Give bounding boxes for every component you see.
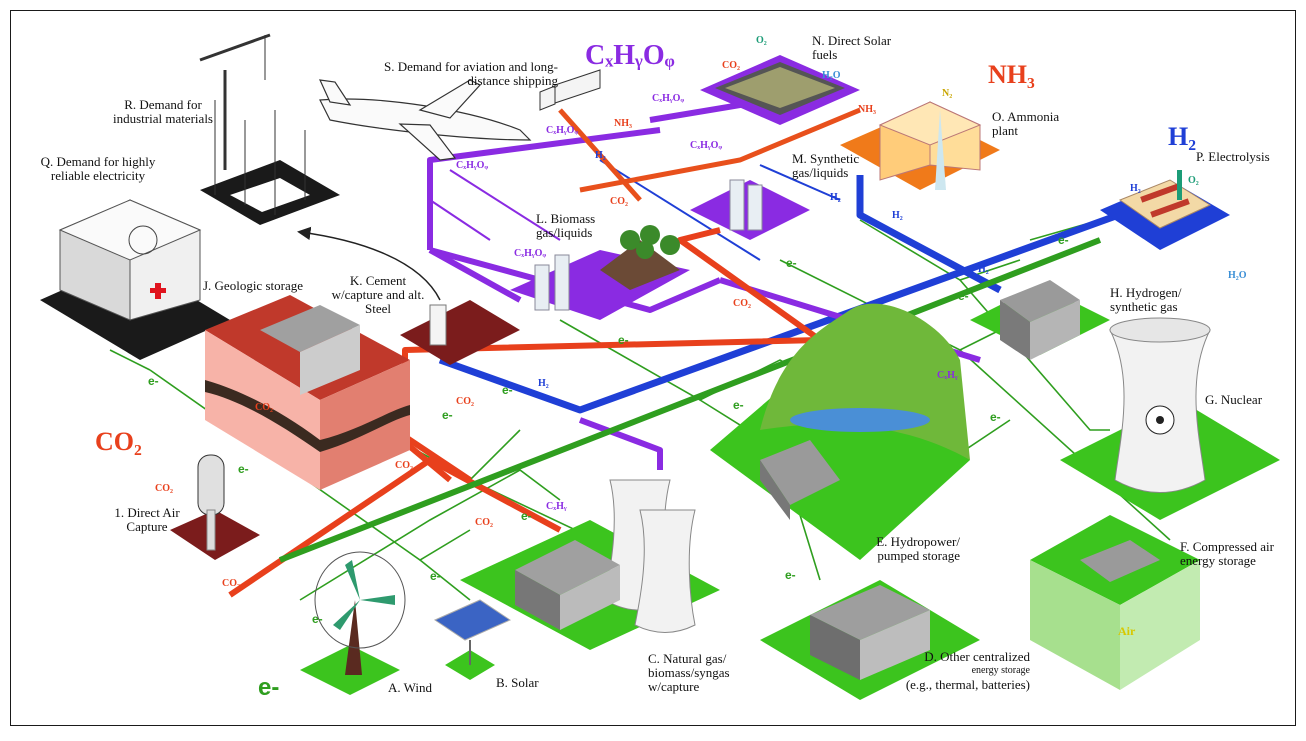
flow-co2-geologic: CO₂ xyxy=(255,402,273,413)
cement-plant xyxy=(400,300,520,365)
compressed-air-label: F. Compressed air energy storage xyxy=(1180,539,1274,568)
flow-h2-ammonia: H₂ xyxy=(892,210,903,221)
other-storage-label: D. Other centralized energy storage (e.g… xyxy=(870,650,1030,692)
flow-co2-cement: CO₂ xyxy=(456,396,474,407)
flow-e-geologic: e- xyxy=(442,408,453,422)
flow-o2-electrolysis: O₂ xyxy=(1188,175,1199,186)
hydrogen-pipeline-thin xyxy=(599,159,841,261)
cement-label: K. Cement w/capture and alt. Steel xyxy=(331,273,425,316)
flow-nh3-aviation: NH₃ xyxy=(614,118,632,129)
other-storage-subtitle: energy storage xyxy=(971,665,1030,676)
synfuel-pipeline-thin xyxy=(429,169,561,241)
nuclear-plant xyxy=(1060,317,1280,520)
wind-label: A. Wind xyxy=(388,680,433,695)
flow-co2-synthetic: CO₂ xyxy=(733,298,751,309)
flow-e-wind: e- xyxy=(312,612,323,626)
solar-panel xyxy=(433,599,512,680)
electricity-big-label: e- xyxy=(258,674,280,701)
flow-e-synthetic: e- xyxy=(786,256,797,270)
synthetic-gas-plant xyxy=(690,179,810,240)
direct-air-capture-label: 1. Direct Air Capture xyxy=(114,505,180,534)
flow-h2-hydrogen: H₂ xyxy=(978,264,989,275)
demand-industrial-label: R. Demand for industrial materials xyxy=(112,97,213,126)
electrolysis-label: P. Electrolysis xyxy=(1196,149,1270,164)
flow-e-dac: e- xyxy=(238,462,249,476)
flow-e-biomass: e- xyxy=(618,333,629,347)
cement-to-industrial-arrow xyxy=(297,226,441,301)
h2-big-label: H₂ xyxy=(1168,122,1197,151)
flow-chyoz-aviation: CₓHᵧOᵩ xyxy=(456,160,489,171)
hydropower-dam xyxy=(710,303,970,560)
flow-h2-cement: H₂ xyxy=(538,378,549,389)
flow-h2o-solar-fuels: H₂O xyxy=(822,70,841,81)
airplane xyxy=(319,79,532,161)
flow-e-hospital: e- xyxy=(148,374,159,388)
flow-h2-aviation: H₂ xyxy=(595,150,606,161)
truck xyxy=(539,69,601,111)
direct-solar-label: N. Direct Solar fuels xyxy=(812,33,892,62)
flow-h2o-electrolysis: H₂O xyxy=(1228,270,1247,281)
flow-h2-electrolysis: H₂ xyxy=(1130,183,1141,194)
natural-gas-plant xyxy=(460,479,720,650)
co2-big-label: CO₂ xyxy=(95,427,142,456)
natural-gas-label: C. Natural gas/ biomass/syngas w/capture xyxy=(648,651,730,694)
flow-co2-dac-in: CO₂ xyxy=(155,483,173,494)
flow-e-electrolysis: e- xyxy=(1058,233,1069,247)
ammonia-plant xyxy=(840,101,1000,190)
biomass-label: L. Biomass gas/liquids xyxy=(536,211,596,240)
direct-solar-fuels-plant xyxy=(700,55,860,125)
hospital-building xyxy=(40,199,230,360)
compressed-air-site xyxy=(1030,515,1200,690)
hydropower-label: E. Hydropower/ pumped storage xyxy=(876,534,960,563)
flow-co2-pipe-2: CO₂ xyxy=(475,517,493,528)
flow-chy-natural-gas: CₓHᵧ xyxy=(546,501,567,512)
hydrogen-plant xyxy=(970,280,1110,360)
synthetic-label: M. Synthetic gas/liquids xyxy=(792,151,860,180)
flow-chy-hydrogen: CₓHᵧ xyxy=(937,370,958,381)
flow-co2-solar-fuels: CO₂ xyxy=(722,60,740,71)
nh3-big-label: NH₃ xyxy=(988,60,1035,89)
demand-aviation-label: S. Demand for aviation and long-distance… xyxy=(383,59,558,88)
hydrogen-pipeline xyxy=(438,175,1162,414)
flow-e-hydrogen: e- xyxy=(958,289,969,303)
ammonia-pipeline xyxy=(558,107,861,202)
electrolysis-plant xyxy=(1100,170,1230,250)
geologic-storage xyxy=(205,295,410,490)
flow-e-natural-gas: e- xyxy=(521,509,532,523)
other-storage-example: (e.g., thermal, batteries) xyxy=(905,677,1030,692)
hydrogen-label: H. Hydrogen/ synthetic gas xyxy=(1110,285,1182,314)
nuclear-label: G. Nuclear xyxy=(1205,392,1263,407)
electricity-trunk xyxy=(278,237,1102,563)
flow-nh3-ammonia: NH₃ xyxy=(858,104,876,115)
flow-air-compressed: Air xyxy=(1118,624,1136,638)
crane-construction xyxy=(199,33,340,225)
flow-chyoz-biomass: CₓHᵧOᵩ xyxy=(514,248,547,259)
geologic-label: J. Geologic storage xyxy=(202,278,303,293)
biomass-plant xyxy=(510,225,690,320)
flow-chyoz-synthetic: CₓHᵧOᵩ xyxy=(690,140,723,151)
other-storage-title: D. Other centralized xyxy=(924,649,1030,664)
chyoz-big-label: CₓHᵧOᵩ xyxy=(585,40,675,71)
flow-chyoz-solar-fuels: CₓHᵧOᵩ xyxy=(652,93,685,104)
flow-e-nuclear: e- xyxy=(990,410,1001,424)
ammonia-label: O. Ammonia plant xyxy=(992,109,1060,138)
flow-o2-solar-fuels: O₂ xyxy=(756,35,767,46)
direct-air-capture-unit xyxy=(170,454,260,560)
flow-co2-dac-out: CO₂ xyxy=(222,578,240,589)
wind-turbine xyxy=(300,551,406,695)
flow-n2-ammonia: N₂ xyxy=(942,88,953,99)
flow-chyoz-truck: CₓHᵧOᵩ xyxy=(546,125,579,136)
storage-building xyxy=(760,580,980,700)
flow-e-cement: e- xyxy=(502,383,513,397)
flow-co2-pipe-1: CO₂ xyxy=(395,460,413,471)
flow-co2-biomass: CO₂ xyxy=(610,196,628,207)
flow-e-storage: e- xyxy=(785,568,796,582)
flow-e-hydro: e- xyxy=(733,398,744,412)
demand-electricity-label: Q. Demand for highly reliable electricit… xyxy=(40,154,156,183)
flow-e-solar: e- xyxy=(430,569,441,583)
flow-h2-synthetic: H₂ xyxy=(830,192,841,203)
solar-label: B. Solar xyxy=(496,675,539,690)
